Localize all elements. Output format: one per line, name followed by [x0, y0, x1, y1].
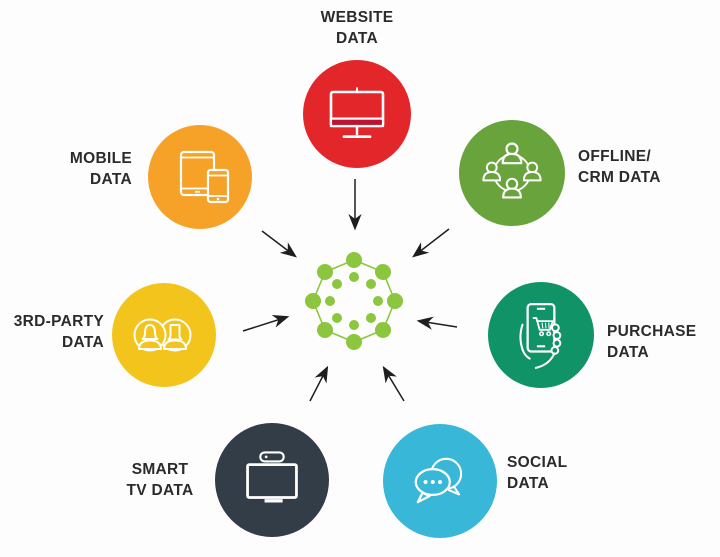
arrow-social-to-hub — [382, 365, 405, 402]
arrow-thirdparty-to-hub — [242, 314, 290, 332]
label-social-data: SOCIAL DATA — [507, 454, 568, 492]
tablet-phone-icon — [179, 150, 230, 204]
node-smart-tv-data — [215, 423, 329, 537]
label-website-data: WEBSITE DATA — [320, 9, 394, 47]
label-mobile-data: MOBILE DATA — [69, 150, 132, 188]
chat-bubbles-icon — [414, 457, 463, 504]
smart-tv-icon — [246, 451, 298, 503]
arrow-purchase-to-hub — [416, 316, 458, 330]
user-avatars-icon — [133, 318, 192, 352]
node-mobile-data — [148, 125, 252, 229]
data-hub — [299, 246, 409, 356]
arrow-mobile-to-hub — [261, 230, 297, 258]
label-offline-crm-data: OFFLINE/ CRM DATA — [578, 148, 661, 186]
people-group-icon — [482, 142, 542, 199]
label-purchase-data: PURCHASE DATA — [607, 323, 697, 361]
arrow-crm-to-hub — [412, 228, 450, 258]
node-offline-crm-data — [459, 120, 565, 226]
arrow-smarttv-to-hub — [309, 365, 329, 402]
phone-shopping-cart-icon — [519, 303, 562, 369]
label-third-party-data: 3RD-PARTY DATA — [13, 313, 104, 351]
node-website-data — [303, 60, 411, 168]
node-third-party-data — [112, 283, 216, 387]
network-dots-icon — [305, 252, 403, 350]
node-purchase-data — [488, 282, 594, 388]
monitor-icon — [329, 87, 385, 138]
node-social-data — [383, 424, 497, 538]
label-smart-tv-data: SMART TV DATA — [126, 461, 194, 499]
